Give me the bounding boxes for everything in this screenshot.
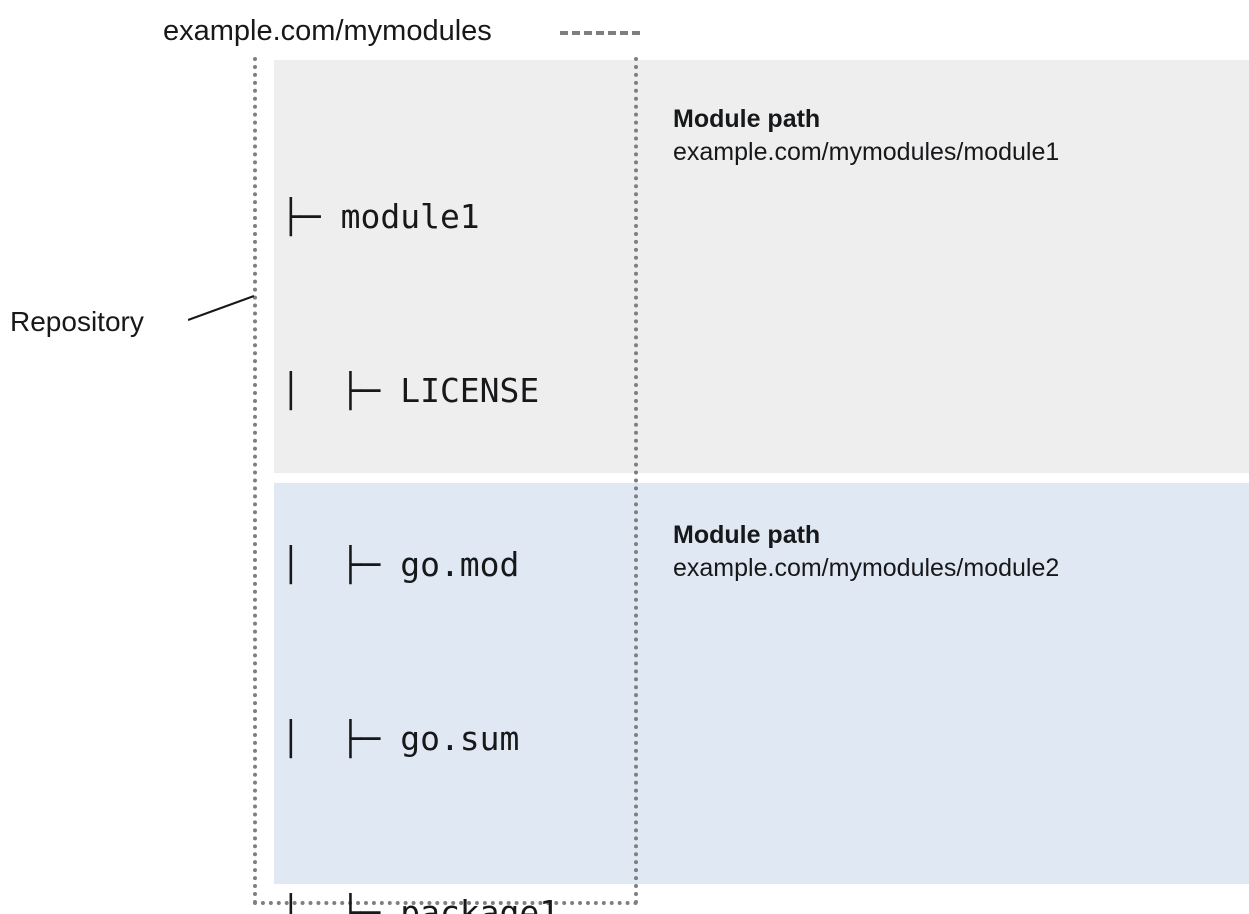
module1-annotation-value: example.com/mymodules/module1 [673, 138, 1060, 166]
repository-label: Repository [10, 306, 144, 337]
file-tree: ├─ module1 │ ├─ LICENSE │ ├─ go.mod │ ├─… [281, 72, 639, 914]
tree-row: │ ├─ go.sum [281, 719, 520, 758]
module2-annotation-value: example.com/mymodules/module2 [673, 554, 1060, 582]
repository-url-label: example.com/mymodules [163, 15, 492, 47]
tree-row: │ ├─ LICENSE [281, 371, 540, 410]
repository-url-leader-line [560, 31, 640, 35]
module2-annotation-title: Module path [673, 521, 821, 549]
repository-callout-line [188, 295, 254, 321]
module1-annotation-title: Module path [673, 105, 821, 133]
module1-annotation: Module path example.com/mymodules/module… [673, 103, 1233, 169]
module1-highlight-band [274, 60, 1249, 473]
tree-row: │ ├─ go.mod [281, 545, 520, 584]
tree-row: ├─ module1 [281, 197, 480, 236]
module2-annotation: Module path example.com/mymodules/module… [673, 519, 1233, 585]
tree-row: │ └─ package1 [281, 893, 560, 914]
module2-highlight-band [274, 483, 1249, 884]
